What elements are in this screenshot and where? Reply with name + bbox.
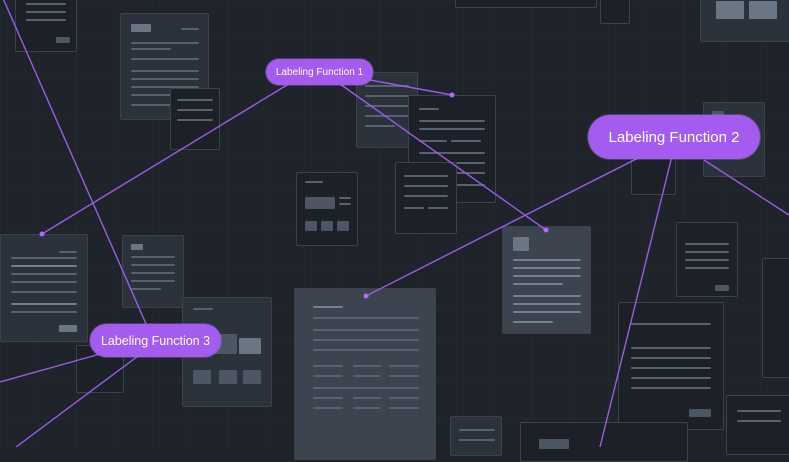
labeling-function-1-pill[interactable]: Labeling Function 1 bbox=[266, 59, 373, 85]
connection-lines bbox=[0, 0, 789, 447]
document-card bbox=[726, 395, 789, 455]
document-card bbox=[502, 226, 591, 334]
document-card bbox=[455, 0, 597, 8]
document-card bbox=[700, 0, 789, 42]
document-card bbox=[356, 72, 418, 148]
document-card bbox=[395, 162, 457, 234]
document-card bbox=[122, 235, 184, 308]
connection-node bbox=[39, 231, 45, 237]
document-card bbox=[296, 172, 358, 246]
connection-node bbox=[449, 92, 455, 98]
labeling-function-2-pill[interactable]: Labeling Function 2 bbox=[588, 115, 760, 159]
labeling-function-1-label: Labeling Function 1 bbox=[275, 66, 364, 78]
document-card bbox=[762, 258, 789, 378]
document-card bbox=[294, 288, 436, 460]
document-card bbox=[15, 0, 77, 52]
document-card bbox=[618, 302, 724, 430]
connection-node bbox=[543, 227, 549, 233]
labeling-function-3-pill[interactable]: Labeling Function 3 bbox=[90, 324, 221, 357]
document-card bbox=[600, 0, 630, 24]
connection-node bbox=[363, 293, 369, 299]
document-card bbox=[676, 222, 738, 297]
labeling-function-3-label: Labeling Function 3 bbox=[100, 333, 211, 348]
labeling-function-2-label: Labeling Function 2 bbox=[608, 128, 740, 146]
document-card bbox=[170, 88, 220, 150]
